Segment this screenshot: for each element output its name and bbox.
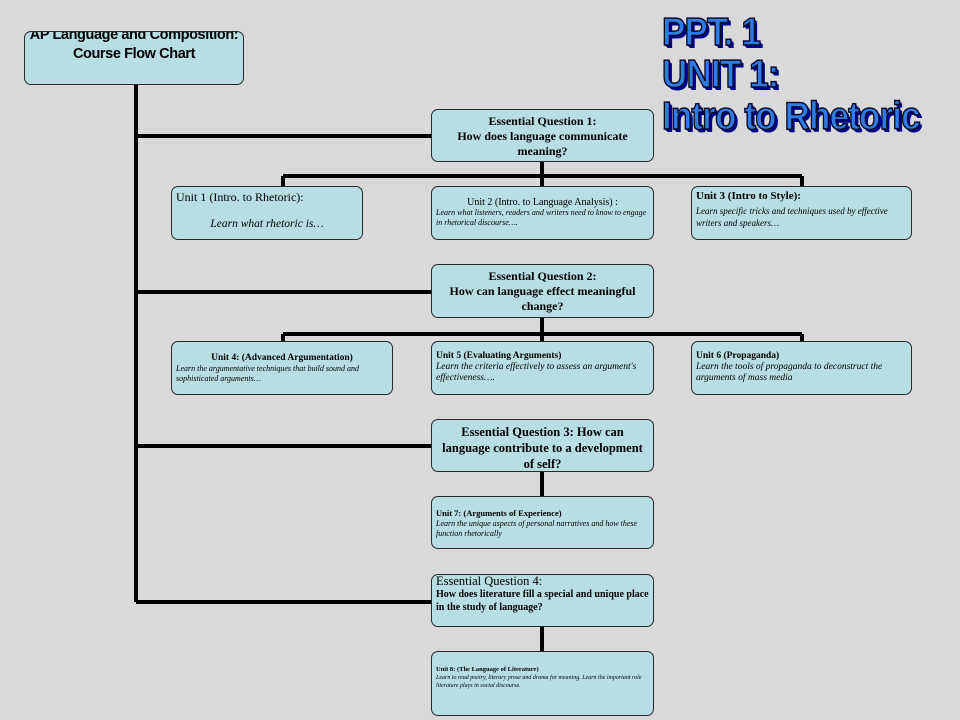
root-box: AP Language and Composition: Course Flow… bbox=[24, 31, 244, 85]
unit-1-title: Unit 1 (Intro. to Rhetoric): bbox=[176, 190, 304, 204]
unit-6-box: Unit 6 (Propaganda) Learn the tools of p… bbox=[691, 341, 912, 395]
eq4-title: Essential Question 4: bbox=[436, 574, 543, 588]
title-banner: PPT. 1 UNIT 1: Intro to Rhetoric bbox=[661, 11, 952, 139]
root-title: AP Language and Composition: Course Flow… bbox=[29, 31, 239, 62]
essential-question-3-box: Essential Question 3: How can language c… bbox=[431, 419, 654, 472]
unit-6-desc: Learn the tools of propaganda to deconst… bbox=[696, 362, 883, 383]
banner-line-1: PPT. 1 bbox=[661, 11, 761, 55]
unit-8-box: Unit 8: (The Language of Literature) Lea… bbox=[431, 651, 654, 716]
unit-1-box: Unit 1 (Intro. to Rhetoric): Learn what … bbox=[171, 186, 363, 240]
essential-question-4-box: Essential Question 4: How does literatur… bbox=[431, 574, 654, 627]
unit-5-title: Unit 5 (Evaluating Arguments) bbox=[436, 351, 562, 361]
unit-4-desc: Learn the argumentative techniques that … bbox=[176, 364, 360, 383]
unit-4-box: Unit 4: (Advanced Argumentation) Learn t… bbox=[171, 341, 393, 395]
unit-5-desc: Learn the criteria effectively to assess… bbox=[436, 362, 637, 383]
eq3-title: Essential Question 3: How can language c… bbox=[442, 425, 643, 471]
unit-3-desc: Learn specific tricks and techniques use… bbox=[696, 206, 888, 228]
eq2-text: How can language effect meaningful chang… bbox=[449, 284, 636, 313]
unit-8-title: Unit 8: (The Language of Literature) bbox=[436, 666, 539, 673]
essential-question-2-box: Essential Question 2: How can language e… bbox=[431, 264, 654, 318]
unit-8-desc: Learn to read poetry, literary prose and… bbox=[436, 675, 642, 689]
essential-question-1-box: Essential Question 1: How does language … bbox=[431, 109, 654, 162]
unit-3-box: Unit 3 (Intro to Style): Learn specific … bbox=[691, 186, 912, 240]
eq2-title: Essential Question 2: bbox=[488, 269, 597, 283]
banner-line-3: Intro to Rhetoric bbox=[661, 95, 921, 139]
unit-2-title: Unit 2 (Intro. to Language Analysis) : bbox=[467, 197, 618, 208]
eq4-text: How does literature fill a special and u… bbox=[436, 589, 649, 613]
unit-7-desc: Learn the unique aspects of personal nar… bbox=[436, 519, 638, 538]
unit-4-title: Unit 4: (Advanced Argumentation) bbox=[211, 353, 353, 363]
unit-7-box: Unit 7: (Arguments of Experience) Learn … bbox=[431, 496, 654, 549]
unit-3-title: Unit 3 (Intro to Style): bbox=[696, 190, 801, 202]
unit-5-box: Unit 5 (Evaluating Arguments) Learn the … bbox=[431, 341, 654, 395]
unit-2-box: Unit 2 (Intro. to Language Analysis) : L… bbox=[431, 186, 654, 240]
unit-6-title: Unit 6 (Propaganda) bbox=[696, 351, 780, 361]
banner-line-2: UNIT 1: bbox=[661, 53, 780, 97]
eq1-title: Essential Question 1: bbox=[488, 114, 597, 128]
unit-2-desc: Learn what listeners, readers and writer… bbox=[436, 208, 647, 227]
eq1-text: How does language communicate meaning? bbox=[457, 129, 628, 158]
unit-7-title: Unit 7: (Arguments of Experience) bbox=[436, 508, 562, 518]
unit-1-desc: Learn what rhetoric is… bbox=[210, 218, 324, 230]
